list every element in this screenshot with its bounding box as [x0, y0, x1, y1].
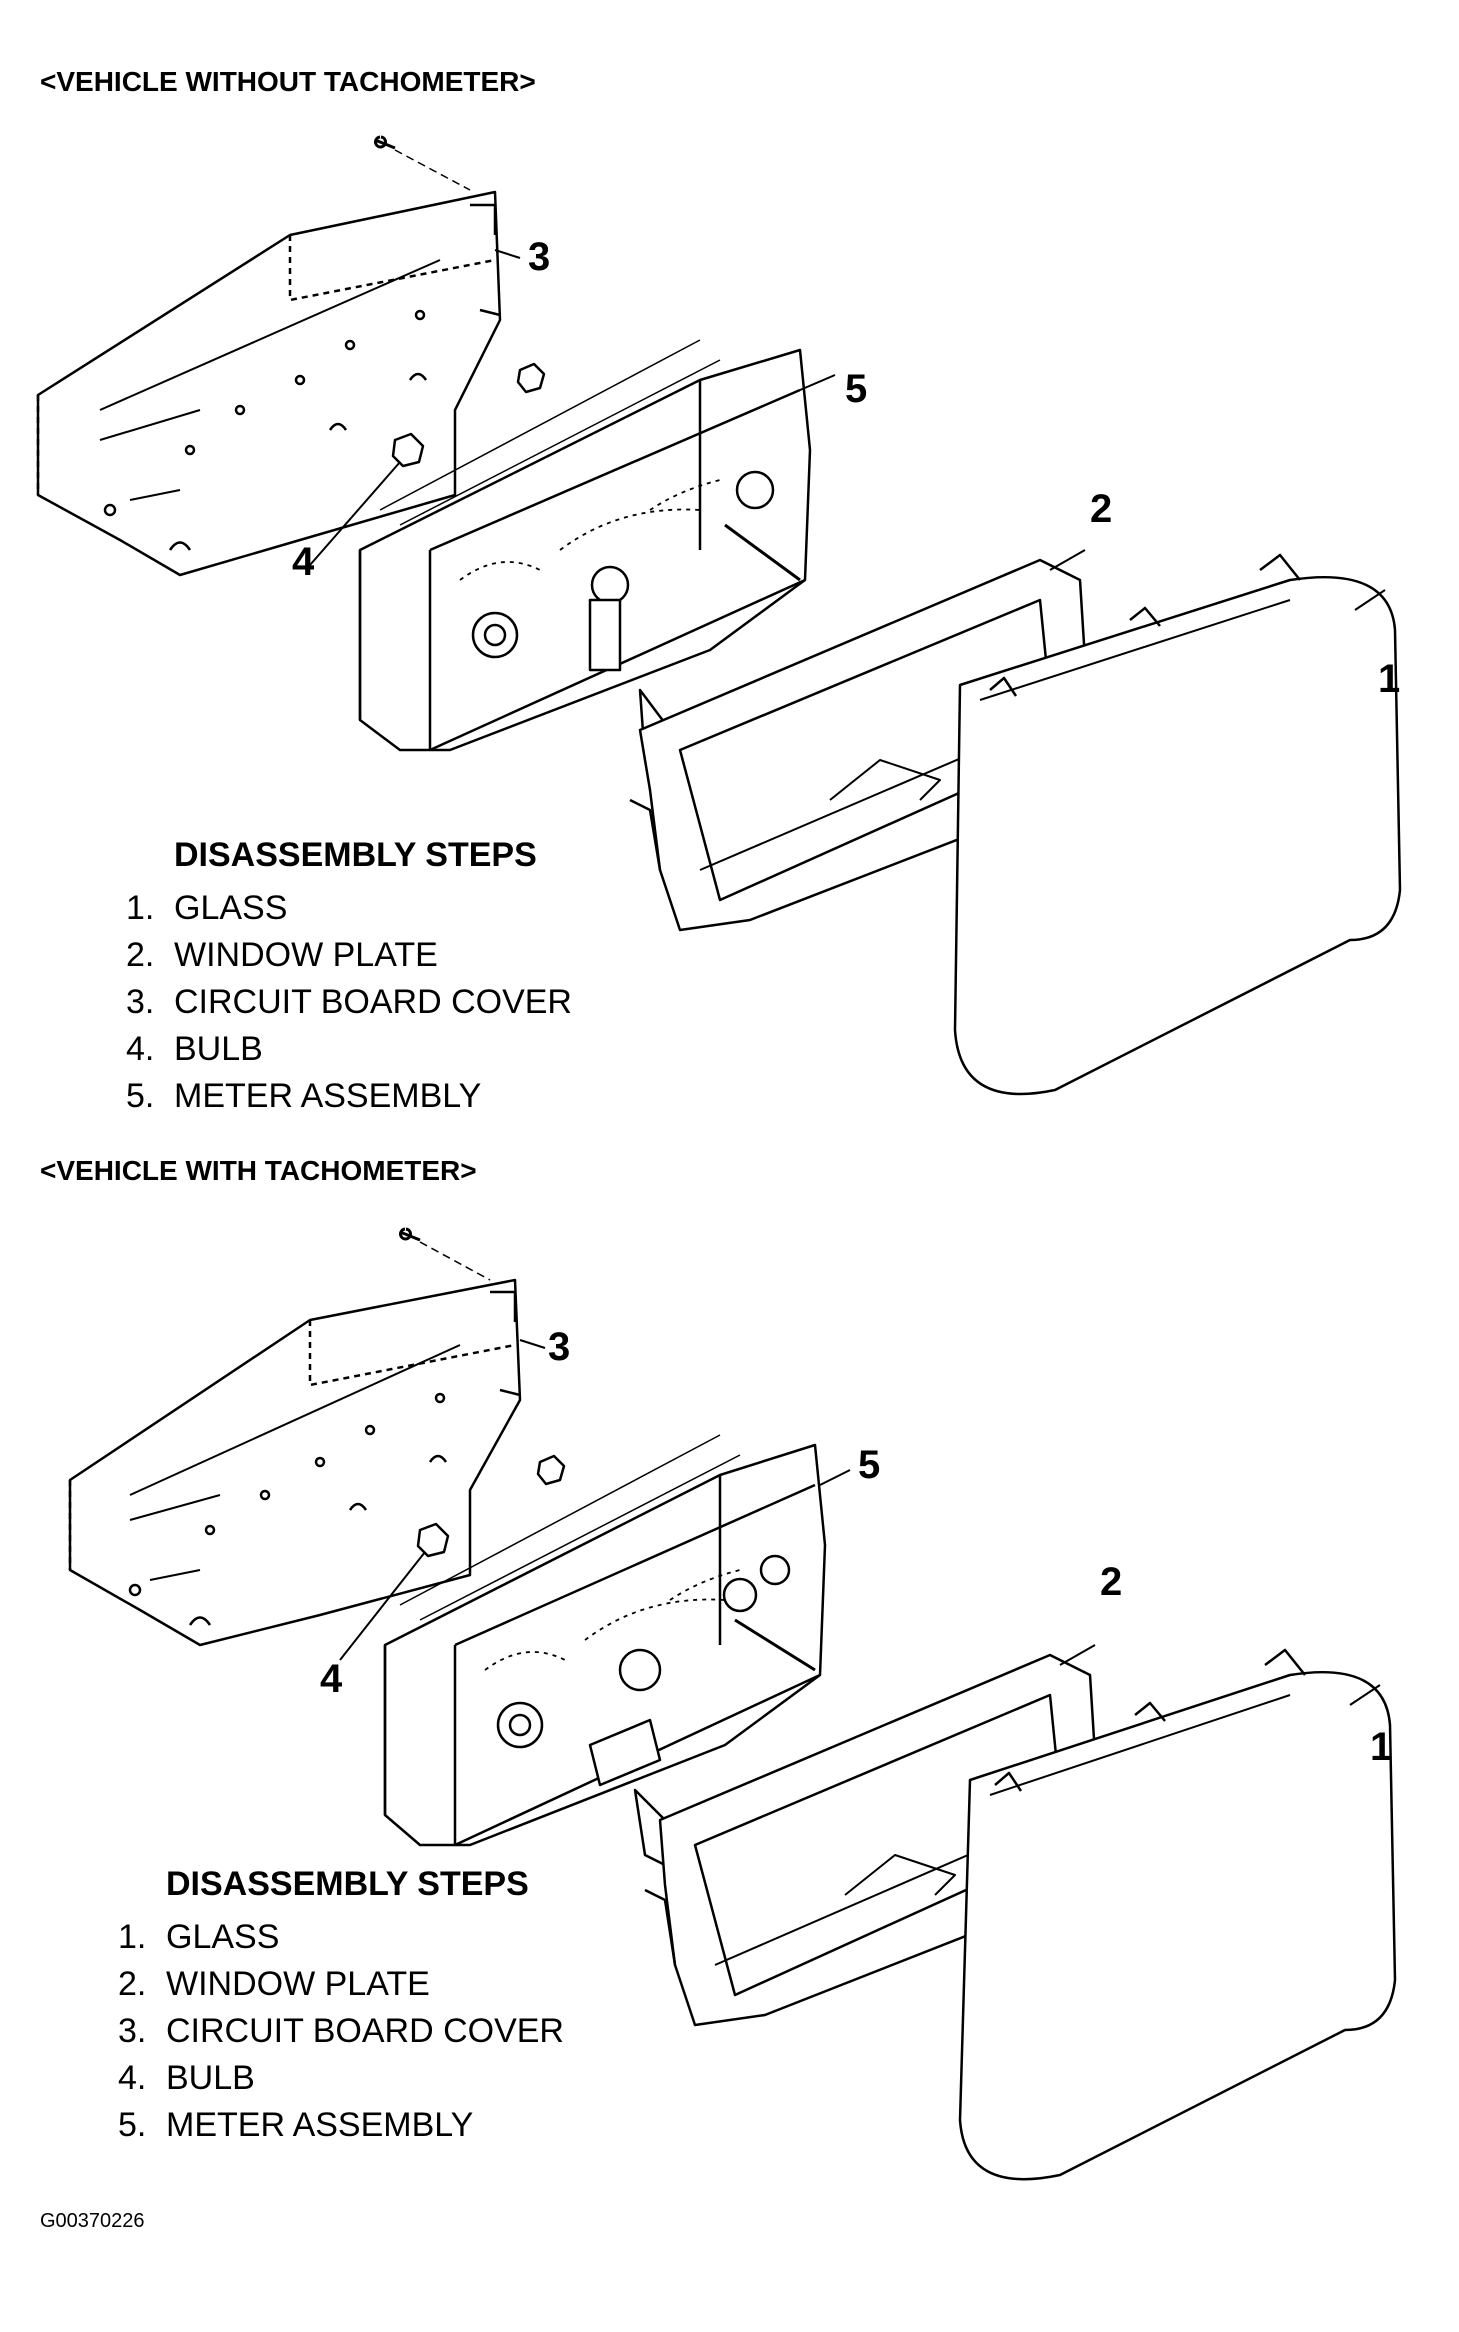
step-item: 4.BULB: [118, 2059, 255, 2097]
disassembly-steps-without-tachometer: DISASSEMBLY STEPS 1.GLASS 2.WINDOW PLATE…: [126, 836, 572, 1120]
disassembly-steps-with-tachometer: DISASSEMBLY STEPS 1.GLASS 2.WINDOW PLATE…: [118, 1865, 564, 2149]
exploded-diagram-with-tachometer: 3 5 4 2 1: [68, 1227, 1397, 2181]
callout-5: 5: [858, 1443, 880, 1487]
step-item: 3.CIRCUIT BOARD COVER: [126, 983, 572, 1021]
bulb-part: [309, 362, 546, 566]
step-item: 2.WINDOW PLATE: [118, 1965, 430, 2003]
callout-2: 2: [1100, 1560, 1122, 1604]
screw-part: [399, 1227, 421, 1242]
steps-title: DISASSEMBLY STEPS: [166, 1865, 529, 1903]
step-item: 1.GLASS: [118, 1918, 280, 1956]
step-item: 4.BULB: [126, 1030, 263, 1068]
glass-part: [953, 553, 1402, 1096]
callout-3: 3: [548, 1325, 570, 1369]
steps-title: DISASSEMBLY STEPS: [174, 836, 537, 874]
callout-4: 4: [320, 1657, 343, 1701]
callout-4: 4: [292, 540, 315, 584]
step-item: 1.GLASS: [126, 889, 288, 927]
circuit-board-cover-part: [68, 1278, 522, 1647]
section-title-with-tachometer: <VEHICLE WITH TACHOMETER>: [40, 1155, 477, 1186]
exploded-diagram-without-tachometer: 3 5 4 2 1: [36, 135, 1402, 1096]
callout-2: 2: [1090, 487, 1112, 531]
step-item: 3.CIRCUIT BOARD COVER: [118, 2012, 564, 2050]
step-item: 5.METER ASSEMBLY: [126, 1077, 482, 1115]
section-title-without-tachometer: <VEHICLE WITHOUT TACHOMETER>: [40, 66, 536, 97]
glass-part: [958, 1648, 1397, 2181]
bulb-part: [339, 1454, 566, 1661]
step-item: 5.METER ASSEMBLY: [118, 2106, 474, 2144]
step-item: 2.WINDOW PLATE: [126, 936, 438, 974]
callout-1: 1: [1370, 1725, 1392, 1769]
callout-5: 5: [845, 367, 867, 411]
screw-part: [374, 135, 396, 150]
callout-1: 1: [1378, 657, 1400, 701]
figure-code: G00370226: [40, 2210, 145, 2232]
callout-3: 3: [528, 235, 550, 279]
